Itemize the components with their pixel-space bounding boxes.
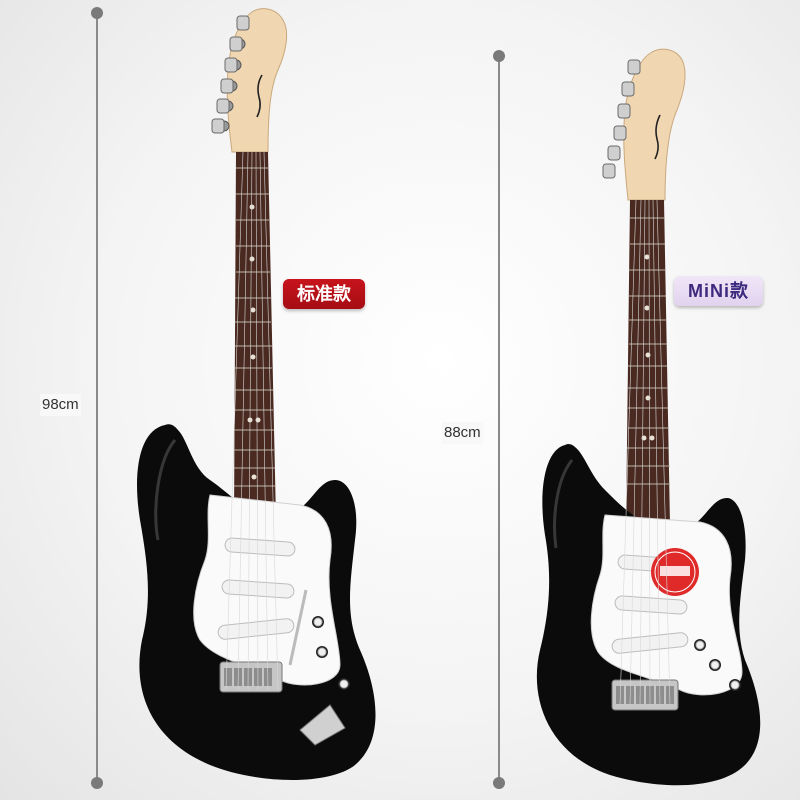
standard-measure-bottom-dot <box>91 777 103 789</box>
mini-measure-top-dot <box>493 50 505 62</box>
standard-headstock <box>211 8 288 153</box>
mini-model-badge: MiNi款 <box>674 276 763 306</box>
standard-model-badge: 标准款 <box>283 279 365 309</box>
mini-bridge <box>611 679 679 711</box>
mini-measure-line <box>498 55 500 782</box>
mini-neck <box>626 200 670 525</box>
mini-measure-bottom-dot <box>493 777 505 789</box>
standard-measure-line <box>96 13 98 783</box>
mini-length-label: 88cm <box>442 422 483 444</box>
standard-measure-top-dot <box>91 7 103 19</box>
mini-headstock <box>602 48 686 201</box>
mini-fender-sticker <box>651 548 699 596</box>
standard-neck <box>234 152 276 520</box>
standard-length-label: 98cm <box>40 394 81 416</box>
